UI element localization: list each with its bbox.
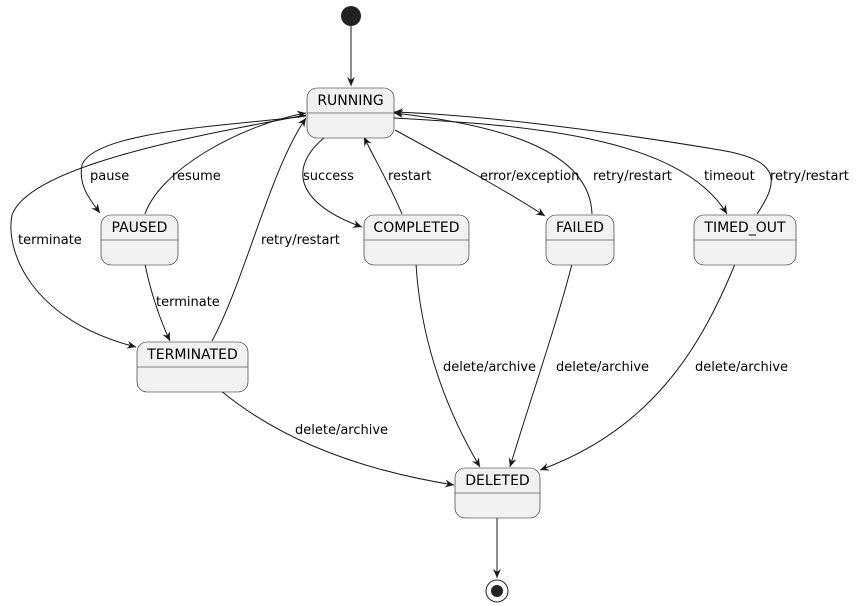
state-terminated[interactable]: TERMINATED — [136, 341, 249, 393]
edge-running-to-failed — [394, 129, 546, 217]
initial-state — [341, 6, 361, 26]
label-delete-completed: delete/archive — [443, 360, 536, 375]
label-resume: resume — [172, 169, 221, 184]
state-running-label: RUNNING — [317, 93, 383, 109]
edge-completed-to-running — [363, 136, 403, 215]
state-timed-out-label: TIMED_OUT — [703, 220, 786, 236]
edge-completed-to-deleted — [415, 263, 481, 468]
label-retry-terminated: retry/restart — [261, 233, 340, 248]
state-completed-label: COMPLETED — [373, 220, 459, 236]
state-running[interactable]: RUNNING — [306, 87, 395, 139]
label-delete-failed: delete/archive — [556, 360, 649, 375]
label-error: error/exception — [480, 169, 579, 184]
label-retry-failed: retry/restart — [593, 169, 672, 184]
edge-timed-out-to-deleted — [539, 263, 736, 471]
label-delete-terminated: delete/archive — [295, 423, 388, 438]
state-terminated-label: TERMINATED — [146, 347, 237, 363]
state-paused-label: PAUSED — [112, 220, 168, 236]
edge-terminated-to-running — [211, 117, 307, 342]
edge-labels: pause resume terminate terminate retry/r… — [18, 169, 849, 438]
edge-terminated-to-deleted — [219, 389, 455, 488]
edges — [10, 26, 772, 578]
state-timed-out[interactable]: TIMED_OUT — [693, 214, 797, 266]
label-terminate-paused: terminate — [156, 295, 220, 310]
state-deleted-label: DELETED — [465, 473, 529, 489]
state-completed[interactable]: COMPLETED — [363, 214, 470, 266]
label-delete-timed-out: delete/archive — [695, 360, 788, 375]
edge-running-to-paused — [80, 115, 307, 214]
label-retry-timed-out: retry/restart — [770, 169, 849, 184]
label-pause: pause — [90, 169, 129, 184]
label-restart: restart — [388, 169, 431, 184]
edge-failed-to-deleted — [508, 263, 573, 468]
edge-running-to-completed — [302, 136, 363, 228]
edge-running-to-timed-out — [393, 117, 728, 215]
edge-running-to-terminated — [10, 114, 307, 349]
edge-failed-to-running — [393, 110, 593, 215]
state-failed[interactable]: FAILED — [545, 214, 615, 266]
edge-paused-to-running — [144, 110, 307, 215]
final-state — [485, 579, 509, 603]
edge-paused-to-terminated — [144, 263, 171, 342]
label-terminate-running: terminate — [18, 233, 82, 248]
state-deleted[interactable]: DELETED — [454, 467, 541, 519]
state-failed-label: FAILED — [556, 220, 604, 236]
edge-timed-out-to-running — [393, 108, 772, 215]
label-timeout: timeout — [704, 169, 755, 184]
label-success: success — [303, 169, 354, 184]
state-paused[interactable]: PAUSED — [100, 214, 179, 266]
